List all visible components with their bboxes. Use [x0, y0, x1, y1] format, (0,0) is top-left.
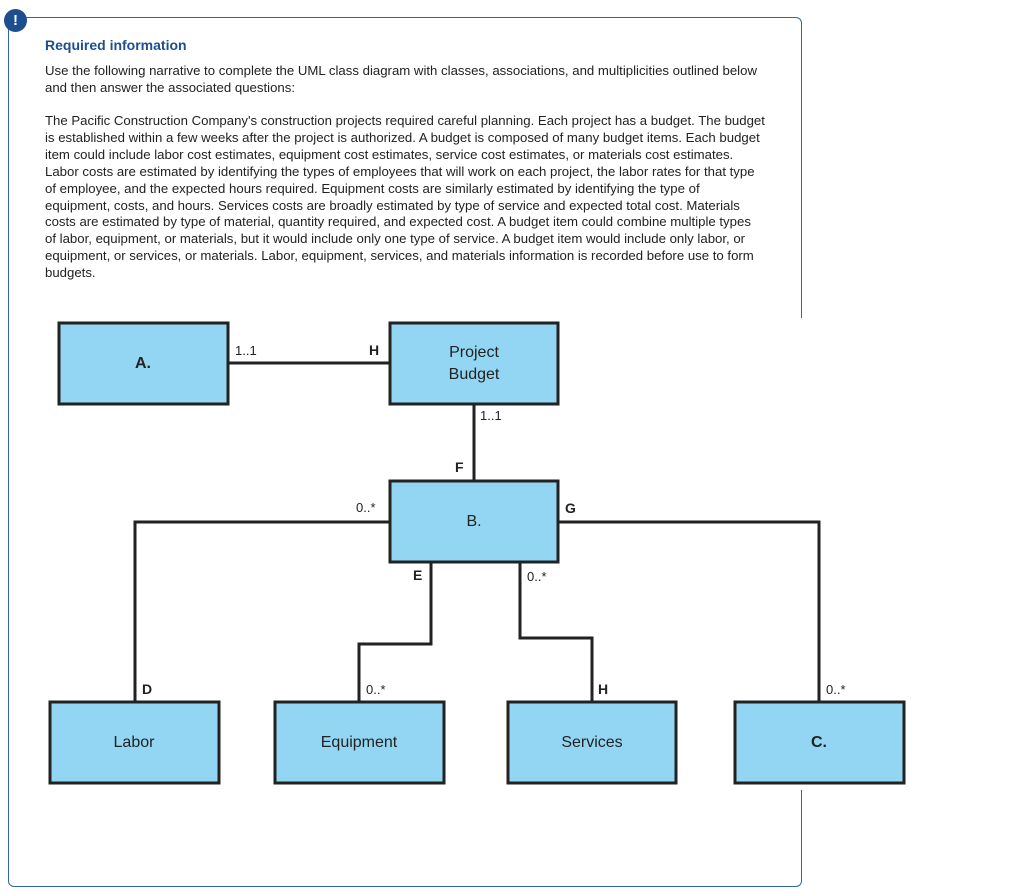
- association-lines: [133, 361, 821, 702]
- uml-class-diagram: A. Project Budget B. Labor Equipment Ser…: [48, 318, 906, 790]
- association-letter-f: F: [455, 459, 464, 475]
- multiplicity-b-labor: 0..*: [356, 500, 376, 515]
- multiplicity-c-side: 0..*: [826, 682, 846, 697]
- class-b-box: [388, 479, 560, 564]
- class-equipment-name: Equipment: [321, 734, 398, 751]
- association-letter-h-bottom: H: [598, 681, 608, 697]
- class-labor-box: [48, 700, 221, 785]
- multiplicity-b-services: 0..*: [527, 569, 547, 584]
- class-project-budget-name-line1: Project: [449, 344, 499, 361]
- association-b-equipment: [357, 562, 433, 702]
- section-heading: Required information: [45, 37, 187, 53]
- narrative-text: The Pacific Construction Company's const…: [45, 113, 765, 281]
- association-letter-d: D: [142, 681, 152, 697]
- class-project-budget-name-line2: Budget: [449, 366, 500, 383]
- class-services-box: [506, 700, 678, 785]
- association-letter-e: E: [413, 567, 422, 583]
- class-services-name: Services: [561, 734, 622, 751]
- association-letter-h-top: H: [369, 342, 379, 358]
- class-labor-name: Labor: [114, 734, 156, 751]
- association-b-services: [518, 562, 594, 702]
- multiplicity-a-side: 1..1: [235, 343, 257, 358]
- multiplicity-project-budget-side: 1..1: [480, 408, 502, 423]
- class-b-name: B.: [466, 513, 481, 530]
- class-a-box: [57, 321, 230, 406]
- intro-text: Use the following narrative to complete …: [45, 63, 757, 95]
- class-a-name: A.: [135, 355, 151, 372]
- class-project-budget-box: [388, 321, 560, 406]
- association-b-labor: [133, 520, 390, 702]
- multiplicity-equipment-side: 0..*: [366, 682, 386, 697]
- class-c-box: [733, 700, 906, 785]
- class-equipment-box: [273, 700, 446, 785]
- class-c-name: C.: [811, 734, 827, 751]
- exclamation-icon: !: [4, 9, 27, 32]
- association-b-c: [558, 520, 821, 702]
- association-letter-g: G: [565, 500, 576, 516]
